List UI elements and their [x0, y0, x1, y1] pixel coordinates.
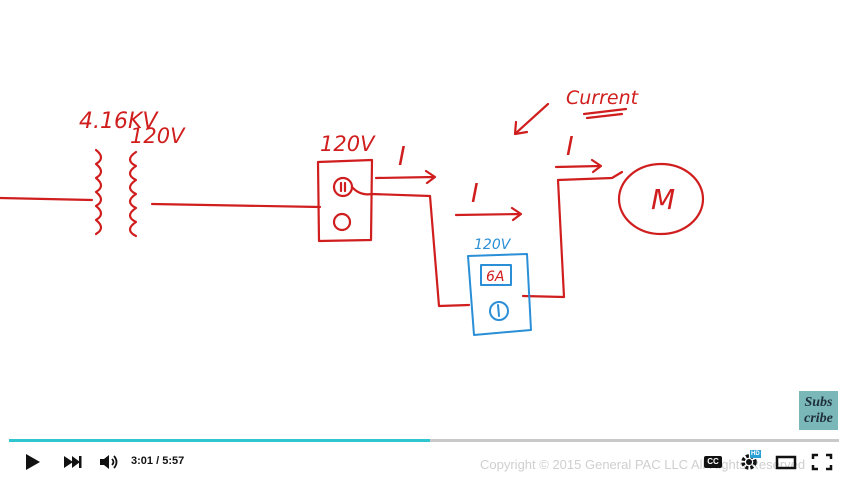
secondary-wire — [150, 202, 322, 209]
settings-gear-icon[interactable] — [737, 451, 761, 473]
current-arrow-1 — [374, 169, 437, 185]
time-separator: / — [153, 455, 163, 467]
copyright-text: Copyright © 2015 General PAC LLC All Rig… — [480, 457, 806, 472]
primary-wire — [0, 196, 94, 202]
meter-reading: 6A — [486, 269, 504, 285]
transformer-primary-coil — [94, 148, 103, 236]
circuit-drawing: 4.16KV 120V 120V I I I M Current 6A 120V — [0, 87, 705, 336]
video-frame[interactable]: 4.16KV 120V 120V I I I M Current 6A 120V — [0, 0, 850, 440]
subscribe-button[interactable]: Subs cribe — [799, 391, 838, 430]
meter-voltage-label: 120V — [474, 237, 512, 253]
hd-badge: HD — [750, 450, 761, 458]
meter-display — [480, 264, 512, 286]
transformer-secondary-coil — [128, 150, 138, 238]
pointer-arrow — [513, 102, 550, 136]
transformer-primary-label: 4.16KV — [79, 109, 159, 134]
motor-circle — [617, 162, 705, 236]
progress-played — [9, 439, 430, 442]
current-symbol-2: I — [471, 179, 479, 209]
current-symbol-1: I — [398, 142, 406, 172]
motor-label: M — [651, 183, 675, 216]
current-symbol-3: I — [566, 132, 574, 162]
fullscreen-icon[interactable] — [810, 451, 834, 473]
current-arrow-2 — [454, 206, 523, 222]
volume-icon[interactable] — [97, 451, 121, 473]
outlet-box — [316, 158, 374, 243]
captions-button[interactable]: CC — [704, 456, 722, 468]
progress-bar[interactable] — [9, 439, 839, 442]
subscribe-label: Subs cribe — [804, 394, 833, 426]
transformer-secondary-label: 120V — [130, 124, 186, 148]
play-icon[interactable] — [20, 451, 44, 473]
next-icon[interactable] — [60, 451, 84, 473]
outlet-socket-top — [332, 176, 354, 198]
theater-mode-icon[interactable] — [774, 451, 798, 473]
outlet-socket-bottom — [332, 212, 352, 232]
outlet-voltage-label: 120V — [320, 132, 376, 156]
current-time: 3:01 — [131, 455, 154, 467]
duration: 5:57 — [162, 455, 185, 467]
meter-dial — [489, 301, 509, 321]
current-arrow-3 — [554, 158, 603, 174]
player-controls: 3:01 / 5:57 Copyright © 2015 General PAC… — [0, 446, 850, 478]
wire-outlet-to-meter — [350, 185, 471, 308]
wire-meter-to-motor — [521, 170, 624, 299]
current-label: Current — [566, 87, 640, 109]
multimeter — [467, 253, 532, 336]
time-display: 3:01 / 5:57 — [131, 455, 184, 467]
